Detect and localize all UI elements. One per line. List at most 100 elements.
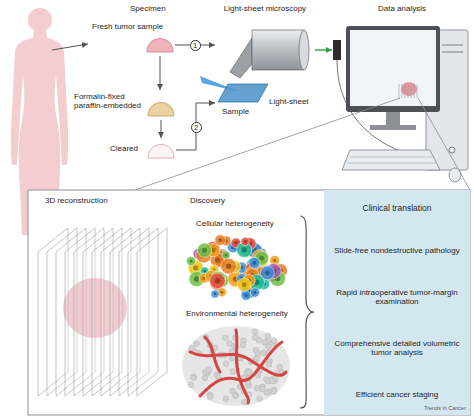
cell xyxy=(221,258,237,274)
caption-label: Environmental heterogeneity xyxy=(186,309,288,318)
caption-label: Cellular heterogeneity xyxy=(196,219,274,228)
cell xyxy=(241,291,251,301)
zoom-line xyxy=(135,98,400,190)
cell xyxy=(197,243,211,257)
nucleus xyxy=(203,270,206,273)
stage-heading: Light-sheet microscopy xyxy=(215,4,315,13)
nucleus xyxy=(242,282,247,287)
screen-slice xyxy=(417,84,418,98)
sampling-arrow xyxy=(52,44,88,50)
specimen-label: Cleared xyxy=(110,144,144,153)
objective-body xyxy=(252,30,304,70)
reconstruction-stack xyxy=(38,228,167,396)
cell xyxy=(186,256,195,265)
step-number: 2 xyxy=(191,122,202,133)
stromal-cell xyxy=(230,369,236,375)
cell xyxy=(210,273,226,289)
connector-arrow xyxy=(160,56,161,90)
cell xyxy=(237,278,251,292)
caption-label: Light-sheet xyxy=(268,97,310,106)
screen-volume xyxy=(401,82,417,96)
stromal-cell xyxy=(191,375,197,381)
connector-arrow xyxy=(161,120,162,138)
stromal-cell xyxy=(271,338,277,344)
stromal-cell xyxy=(223,396,229,402)
cell-cluster xyxy=(186,235,287,301)
nucleus xyxy=(189,259,192,262)
connector-arrow xyxy=(176,103,215,150)
monitor-bezel xyxy=(346,26,440,112)
nucleus xyxy=(225,254,228,257)
stromal-cell xyxy=(262,340,268,346)
nucleus xyxy=(193,265,198,270)
specimen-dome xyxy=(147,39,173,53)
nucleus xyxy=(244,240,247,243)
stromal-cell xyxy=(242,399,248,405)
nucleus xyxy=(215,258,220,263)
connector-arrow xyxy=(315,49,332,50)
light-sheet-microscope xyxy=(200,30,309,102)
cell xyxy=(222,251,230,259)
key-row xyxy=(347,163,436,164)
nucleus xyxy=(218,238,222,242)
stage-heading: Data analysis xyxy=(332,4,472,13)
cell xyxy=(215,235,226,246)
screen-slice xyxy=(414,84,415,98)
cell xyxy=(211,290,219,298)
nucleus xyxy=(214,293,217,296)
screen-slice xyxy=(411,84,412,98)
stromal-cell xyxy=(277,364,283,370)
nucleus xyxy=(226,263,231,268)
panel-heading: Clinical translation xyxy=(332,204,462,214)
detail-panel xyxy=(28,190,470,415)
monitor-screen xyxy=(350,30,436,106)
objective-end xyxy=(299,30,309,70)
stromal-cell xyxy=(254,355,260,361)
panel-item: Comprehensive detailed volumetric tumor … xyxy=(332,339,462,357)
nucleus xyxy=(234,241,237,244)
stromal-cell xyxy=(223,361,229,367)
step-number: 1 xyxy=(190,40,201,51)
nucleus xyxy=(265,270,270,275)
stromal-cell xyxy=(257,396,263,402)
head xyxy=(28,8,52,32)
stromal-cell xyxy=(247,369,253,375)
nucleus xyxy=(252,261,256,265)
specimen-dome xyxy=(148,145,174,159)
stromal-cell xyxy=(233,393,239,399)
objective-tip xyxy=(230,38,252,78)
specimen-node: Formalin-fixed paraffin-embedded xyxy=(74,90,176,120)
stromal-cell xyxy=(266,362,272,368)
stromal-cell xyxy=(252,335,258,341)
bracket xyxy=(300,216,314,408)
drive-slot xyxy=(442,52,463,53)
stromal-cell xyxy=(255,350,261,356)
stromal-cell xyxy=(252,329,258,335)
stromal-cell xyxy=(208,394,214,400)
specimen-dome xyxy=(148,103,174,117)
specimen-node: Cleared xyxy=(110,138,176,162)
power-button xyxy=(449,147,455,153)
stroma xyxy=(182,326,290,406)
specimen-label: Fresh tumor sample xyxy=(92,22,172,31)
key-row xyxy=(350,157,433,158)
stromal-cell xyxy=(232,393,238,399)
nucleus xyxy=(242,247,247,252)
stromal-cell xyxy=(265,333,271,339)
nucleus xyxy=(220,291,223,294)
panel-item: Slide-free nondestructive pathology xyxy=(332,246,462,255)
stromal-cell xyxy=(223,335,229,341)
cell xyxy=(249,257,260,268)
camera-detector xyxy=(333,40,341,60)
tissue-environment xyxy=(182,326,290,406)
cell xyxy=(260,266,274,280)
cell xyxy=(241,237,249,245)
stromal-cell xyxy=(202,375,208,381)
panel-item: Rapid intraoperative tumor-margin examin… xyxy=(332,288,462,306)
nucleus xyxy=(244,294,247,297)
stromal-cell xyxy=(194,341,200,347)
nucleus xyxy=(202,248,207,253)
keyboard xyxy=(342,150,440,170)
